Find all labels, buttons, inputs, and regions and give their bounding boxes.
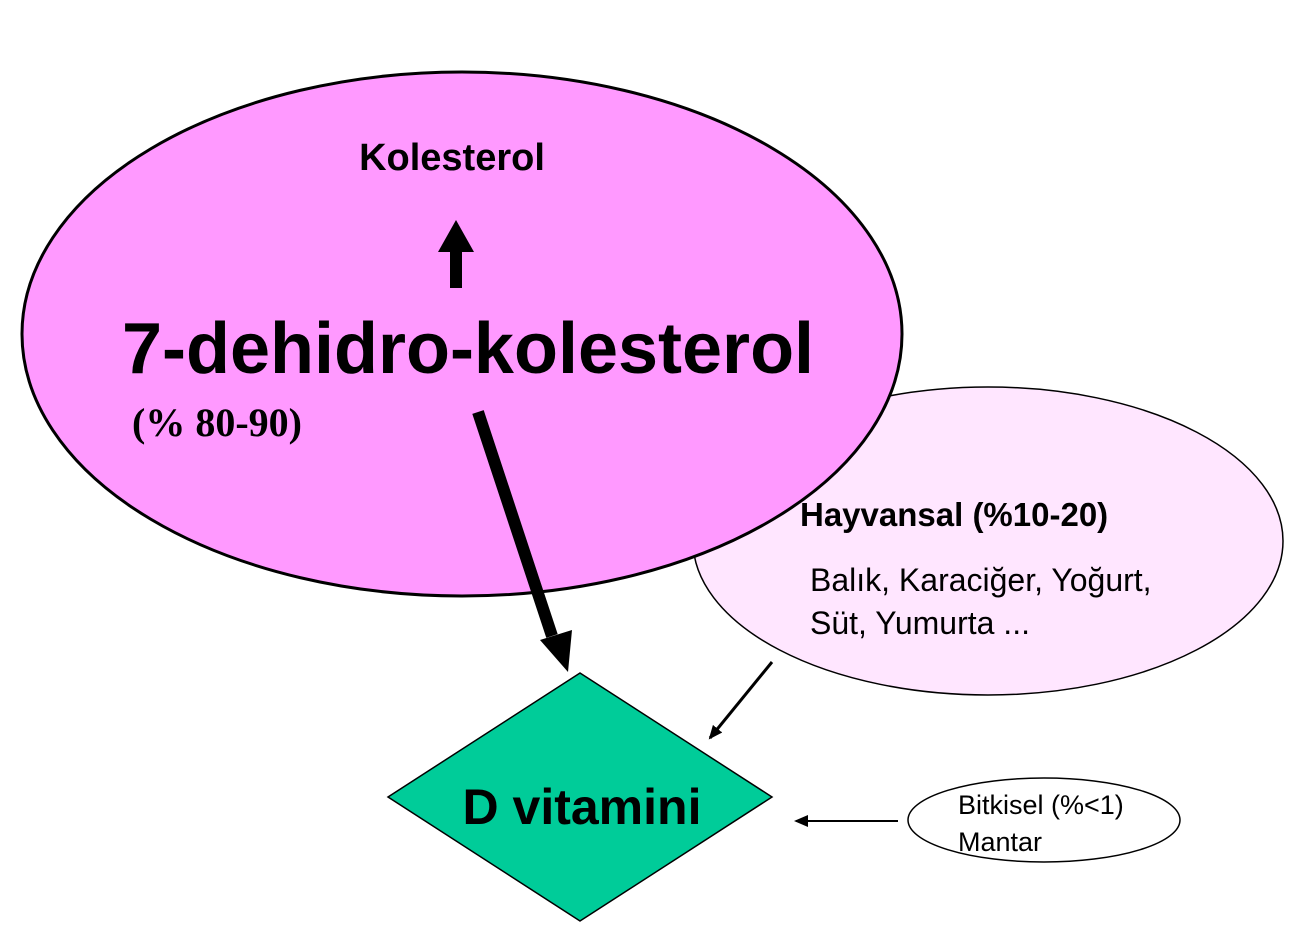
main-ellipse [20,70,904,598]
7-dehydrocholesterol-label: 7-dehidro-kolesterol [122,309,814,389]
main-share-label: (% 80-90) [132,400,302,445]
animal-source-line-2: Süt, Yumurta ... [810,605,1030,641]
vitamin-d-label: D vitamini [463,779,702,835]
vitamin-d-diamond [386,672,774,922]
plant-source-ellipse [907,777,1181,863]
plant-source-line-2: Mantar [958,827,1042,857]
plant-source-line-1: Bitkisel (%<1) [958,790,1124,820]
cholesterol-label: Kolesterol [359,137,545,179]
animal-to-vitamin-arrow [708,661,774,740]
animal-source-title: Hayvansal (%10-20) [800,496,1108,533]
main-to-vitamin-arrow [472,410,572,672]
animal-source-line-1: Balık, Karaciğer, Yoğurt, [810,562,1152,598]
up-arrow [438,220,474,288]
